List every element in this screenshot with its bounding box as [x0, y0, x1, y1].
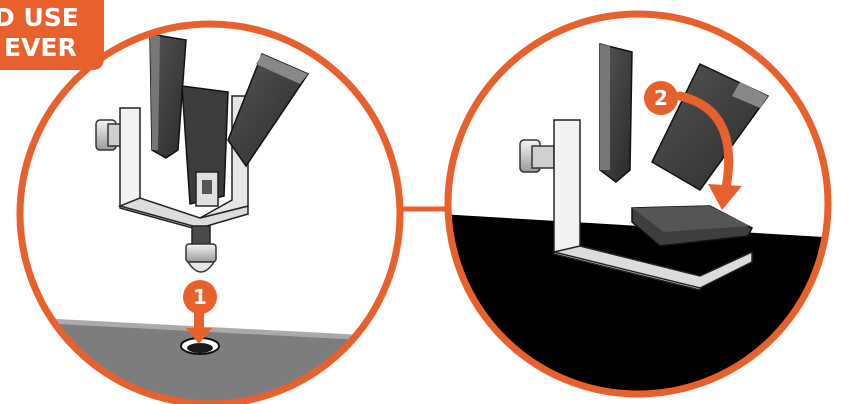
right-panel	[444, 10, 832, 398]
clamp-assembly-right	[519, 43, 770, 291]
work-surface-black	[448, 214, 828, 394]
step2-badge: 2	[644, 81, 678, 115]
bottom-bolt-left	[185, 225, 217, 273]
instruction-banner: D USE EVER	[0, 0, 104, 70]
banner-line2: EVER	[4, 33, 77, 62]
left-panel	[16, 20, 404, 404]
step1-badge: 1	[183, 280, 217, 314]
step2-arrow-icon	[675, 91, 742, 210]
right-panel-ring	[444, 10, 832, 398]
step2-number: 2	[654, 86, 668, 110]
left-panel-ring	[16, 20, 404, 404]
step1-arrow-icon	[186, 312, 212, 344]
step1-number: 1	[193, 285, 207, 309]
clamp-assembly-left	[95, 33, 310, 273]
side-bolt-right	[519, 139, 555, 173]
banner-line1: D USE	[0, 3, 79, 32]
